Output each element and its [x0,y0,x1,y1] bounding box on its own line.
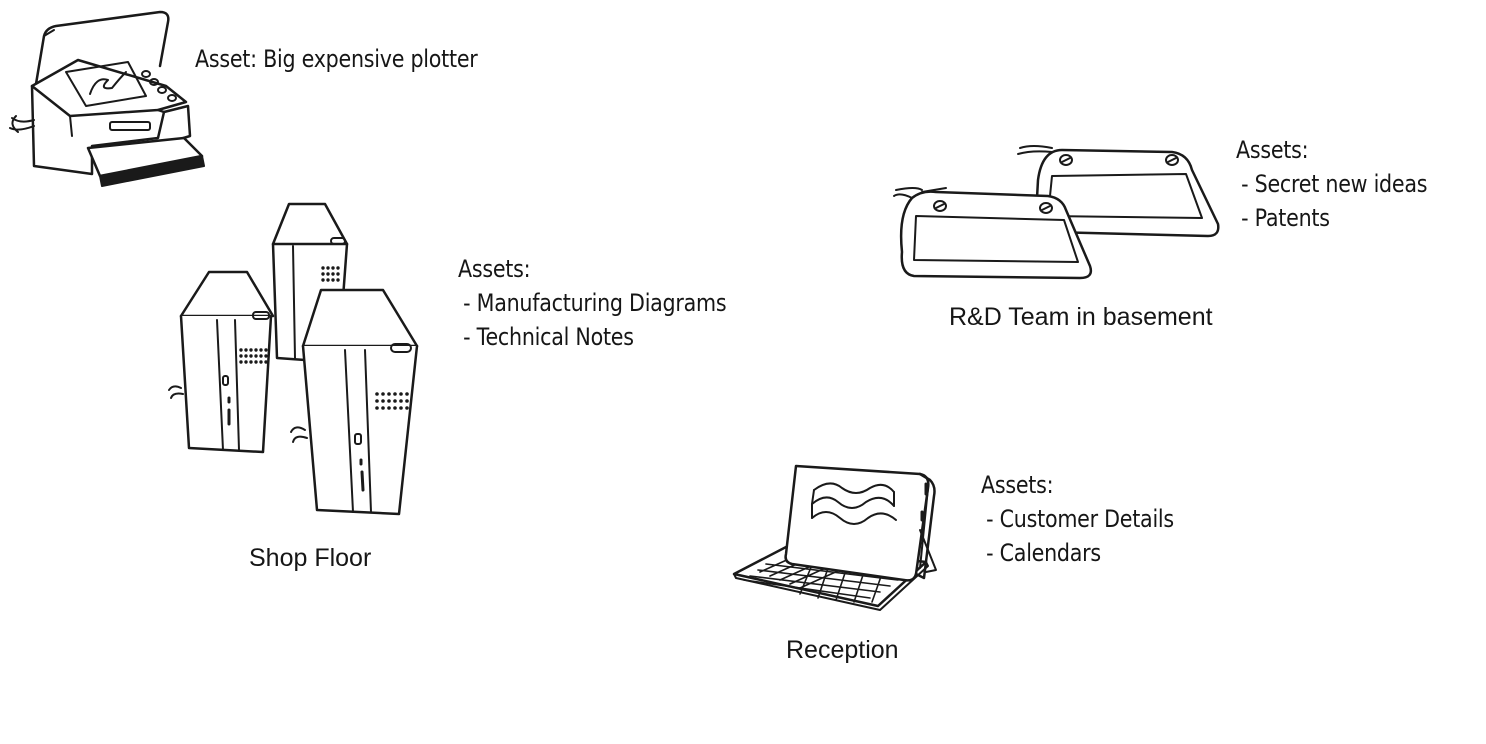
rnd-assets: Assets: - Secret new ideas - Patents [1236,133,1427,235]
tower-servers-icon [168,202,419,516]
assets-heading: Assets: [458,255,531,283]
assets-heading: Assets: [1236,136,1309,164]
plotter-asset-label: Asset: Big expensive plotter [195,42,478,76]
tablet-keyboard-icon [732,464,937,611]
asset-item: - Secret new ideas [1241,170,1428,198]
drawing-tablets-icon [893,145,1220,280]
asset-item: - Customer Details [986,505,1174,533]
asset-item: - Calendars [986,539,1101,567]
plotter-asset-text: Asset: Big expensive plotter [195,45,478,73]
reception-label: Reception [786,636,899,664]
shop-floor-label: Shop Floor [249,544,372,572]
printer-plotter-icon [9,10,205,187]
asset-item: - Patents [1241,204,1330,232]
shop-floor-assets: Assets: - Manufacturing Diagrams - Techn… [458,252,727,354]
assets-heading: Assets: [981,471,1054,499]
asset-item: - Technical Notes [463,323,634,351]
asset-item: - Manufacturing Diagrams [463,289,727,317]
reception-assets: Assets: - Customer Details - Calendars [981,468,1174,570]
rnd-label: R&D Team in basement [949,303,1213,331]
